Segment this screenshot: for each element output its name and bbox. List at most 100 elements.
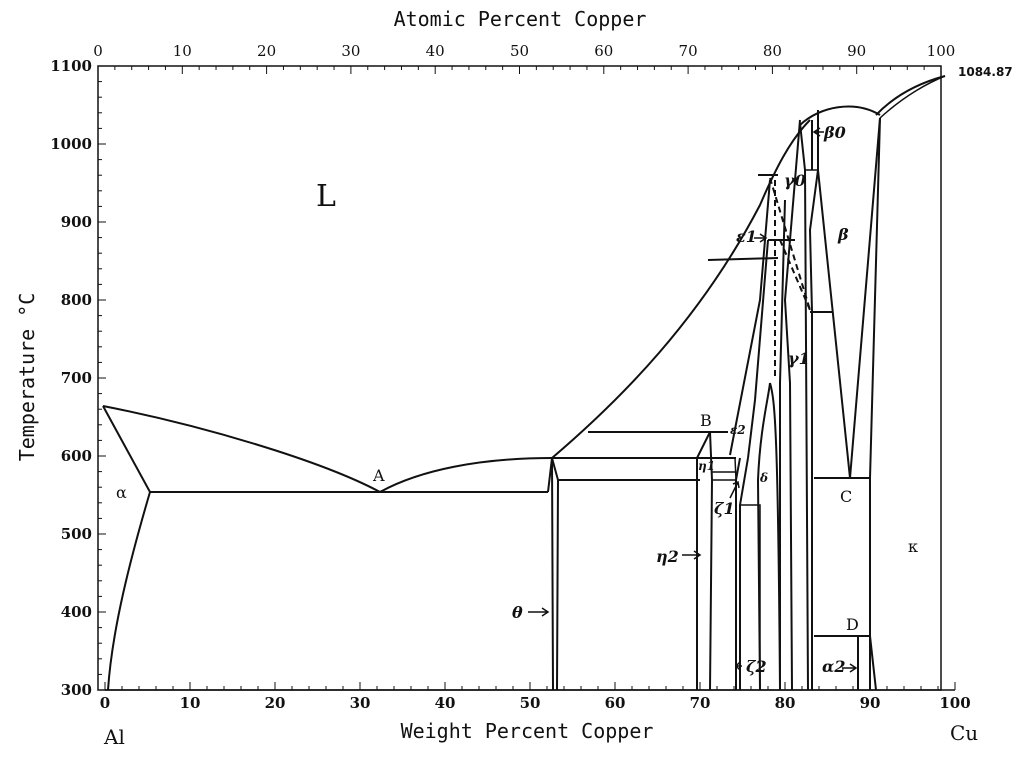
epsilon2-left [729, 179, 771, 456]
zeta-left-boundary [735, 457, 741, 690]
top-tick-label: 10 [173, 42, 192, 60]
eta1-label: η1 [698, 459, 715, 473]
alpha2-arrow [842, 663, 858, 673]
epsilon1-horizontal-850 [707, 257, 779, 261]
bottom-tick-label: 20 [265, 694, 286, 712]
epsilon1-label: ε1 [736, 227, 757, 246]
epsilon1-arrow [754, 233, 768, 243]
left-tick-label: 400 [61, 603, 92, 621]
left-axis-tick-labels: 300 400 500 600 700 800 900 1000 1100 [50, 57, 92, 699]
gamma1-inner [779, 199, 786, 690]
liquidus-beta-dome [799, 105, 881, 126]
top-tick-label: 40 [426, 42, 445, 60]
beta0-left [799, 122, 809, 691]
element-left-label: Al [103, 725, 125, 749]
left-tick-label: 1100 [50, 57, 92, 75]
solidus-cu-side [879, 75, 946, 119]
top-tick-label: 50 [510, 42, 529, 60]
eta2-arrow [682, 550, 702, 560]
delta-right [769, 382, 781, 691]
delta-left [756, 382, 771, 691]
bottom-axis-tick-labels: 0 10 20 30 40 50 60 70 80 90 100 [100, 694, 971, 712]
beta-left [808, 169, 819, 690]
bottom-tick-label: 30 [350, 694, 371, 712]
kappa-label: κ [908, 537, 918, 556]
theta-left-boundary [547, 457, 554, 691]
kappa-right [869, 635, 877, 691]
theta-arrow [528, 607, 550, 617]
left-tick-label: 700 [61, 369, 92, 387]
liquidus-main [551, 119, 811, 459]
bottom-tick-label: 70 [690, 694, 711, 712]
left-axis-ticks [98, 65, 106, 691]
beta-eutectoid-left [817, 169, 851, 479]
alpha-solvus [102, 405, 151, 493]
bottom-tick-label: 80 [775, 694, 796, 712]
bottom-tick-label: 40 [435, 694, 456, 712]
point-A-label: A [372, 466, 385, 485]
beta-eutectoid-right [849, 117, 881, 479]
zeta1-arrow [729, 480, 740, 499]
left-tick-label: 500 [61, 525, 92, 543]
bottom-tick-label: 90 [860, 694, 881, 712]
bottom-tick-label: 50 [520, 694, 541, 712]
zeta1-label: ζ1 [714, 499, 735, 518]
gamma0-label: γ0 [784, 171, 806, 190]
left-tick-label: 1000 [50, 135, 92, 153]
top-tick-label: 90 [847, 42, 866, 60]
bottom-tick-label: 100 [939, 694, 970, 712]
melting-point-label: 1084.87 [958, 65, 1013, 79]
alpha-solid-solvus [107, 491, 151, 691]
point-C-label: C [840, 487, 852, 506]
top-tick-label: 30 [341, 42, 360, 60]
top-axis-title: Atomic Percent Copper [394, 7, 647, 31]
beta-label: β [837, 225, 849, 244]
left-tick-label: 900 [61, 213, 92, 231]
liquidus-cu-side [875, 75, 946, 116]
element-right-label: Cu [950, 721, 978, 745]
top-tick-label: 20 [257, 42, 276, 60]
left-tick-label: 600 [61, 447, 92, 465]
bottom-tick-label: 0 [100, 694, 110, 712]
bottom-tick-label: 10 [180, 694, 201, 712]
alpha2-label: α2 [822, 657, 845, 676]
label-arrows [528, 127, 858, 673]
point-B-label: B [700, 411, 712, 430]
gamma-dashed-1 [769, 177, 811, 311]
alpha-label: α [116, 483, 127, 502]
phase-boundaries [102, 75, 946, 691]
bottom-tick-label: 60 [605, 694, 626, 712]
eta-left-boundary [696, 431, 711, 690]
zeta2-arrow [734, 661, 742, 671]
bottom-axis-ticks [104, 682, 956, 690]
point-D-label: D [846, 615, 859, 634]
top-tick-label: 70 [679, 42, 698, 60]
plot-frame [97, 65, 942, 691]
liquid-label: L [316, 179, 336, 214]
theta-label: θ [512, 603, 523, 622]
left-tick-label: 800 [61, 291, 92, 309]
delta-label: δ [759, 471, 768, 485]
liquidus-theta-side [379, 457, 553, 493]
beta0-label: β0 [823, 123, 846, 142]
top-tick-label: 0 [93, 42, 103, 60]
eta2-label: η2 [656, 547, 679, 566]
kappa-left [869, 117, 881, 690]
epsilon2-right [747, 239, 769, 459]
gamma1-label: γ1 [788, 349, 810, 368]
top-tick-label: 100 [927, 42, 956, 60]
top-axis-ticks [97, 66, 942, 74]
top-tick-label: 80 [763, 42, 782, 60]
bottom-axis-title: Weight Percent Copper [401, 719, 654, 743]
epsilon2-label: ε2 [730, 423, 746, 437]
top-axis-tick-labels: 0 10 20 30 40 50 60 70 80 90 100 [93, 42, 955, 60]
zeta-right-boundary [739, 457, 749, 690]
zeta2-label: ζ2 [746, 657, 767, 676]
liquidus-al-side [102, 405, 381, 493]
eta1-box [712, 457, 737, 481]
left-axis-title: Temperature °C [15, 293, 39, 462]
beta0-arrow [812, 127, 824, 137]
left-tick-label: 300 [61, 681, 92, 699]
top-tick-label: 60 [594, 42, 613, 60]
